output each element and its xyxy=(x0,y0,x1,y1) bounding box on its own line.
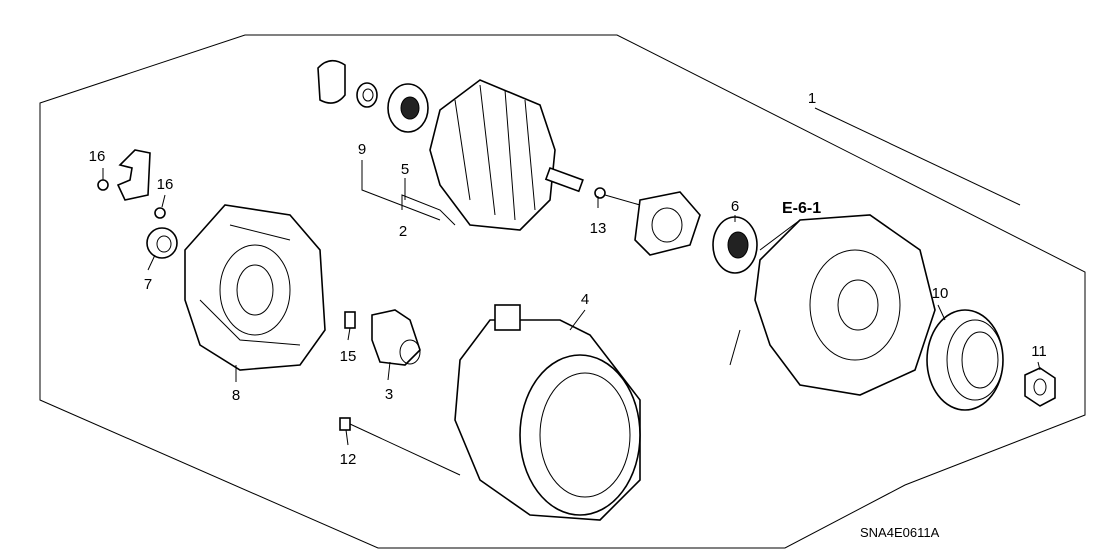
callout-2[interactable]: 2 xyxy=(399,223,407,240)
part-brush-holder[interactable] xyxy=(371,309,421,366)
callout-16b[interactable]: 16 xyxy=(157,176,174,193)
callout-3[interactable]: 3 xyxy=(385,386,393,403)
callout-11[interactable]: 11 xyxy=(1031,343,1047,360)
part-nut-16b[interactable] xyxy=(154,207,166,219)
callout-4[interactable]: 4 xyxy=(581,291,589,308)
section-reference-link[interactable]: E-6-1 xyxy=(782,200,821,217)
part-pulley[interactable] xyxy=(926,309,1004,411)
callout-9[interactable]: 9 xyxy=(358,141,366,158)
callout-16a[interactable]: 16 xyxy=(89,148,106,165)
part-nut-16a[interactable] xyxy=(97,179,109,191)
part-bolt-13[interactable] xyxy=(594,187,641,206)
callout-10[interactable]: 10 xyxy=(932,285,949,302)
part-washer-9[interactable] xyxy=(356,82,378,108)
diagram-code: SNA4E0611A xyxy=(860,525,940,540)
part-rotor[interactable] xyxy=(429,79,584,231)
callout-6[interactable]: 6 xyxy=(731,198,739,215)
part-terminal-insulator[interactable] xyxy=(146,227,178,259)
callout-5[interactable]: 5 xyxy=(401,161,409,178)
assembly-boundary xyxy=(39,34,1086,549)
callout-13[interactable]: 13 xyxy=(590,220,607,237)
part-front-housing[interactable] xyxy=(754,214,936,396)
part-rear-cover[interactable] xyxy=(184,204,326,371)
part-screw-15[interactable] xyxy=(344,311,356,329)
part-bearing-5[interactable] xyxy=(387,83,429,133)
part-pulley-nut[interactable] xyxy=(1024,367,1056,407)
callout-1[interactable]: 1 xyxy=(808,90,816,107)
callout-15[interactable]: 15 xyxy=(340,348,357,365)
part-bearing-retainer[interactable] xyxy=(634,191,701,256)
part-stator[interactable] xyxy=(454,304,641,521)
callout-8[interactable]: 8 xyxy=(232,387,240,404)
part-through-bolt[interactable] xyxy=(339,417,461,476)
part-bracket[interactable] xyxy=(116,149,151,201)
part-seal-plate[interactable] xyxy=(317,59,346,104)
callout-7[interactable]: 7 xyxy=(144,276,152,293)
callout-12[interactable]: 12 xyxy=(340,451,357,468)
leader-lines xyxy=(102,107,1041,446)
part-bearing-6[interactable] xyxy=(712,216,758,274)
